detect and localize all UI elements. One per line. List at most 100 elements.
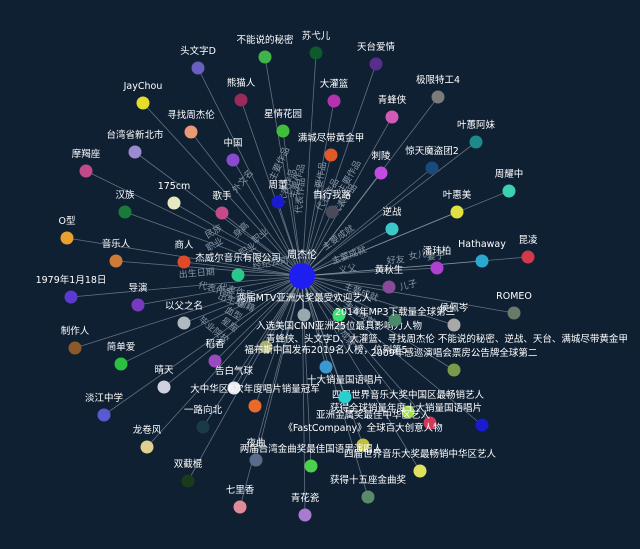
graph-node[interactable]: 歌手: [212, 190, 232, 220]
graph-node[interactable]: 四届世界音乐大奖最畅销中华区艺人: [344, 448, 497, 478]
graph-node[interactable]: 两届台湾金曲奖最佳国语男演唱人: [240, 443, 383, 473]
node-circle[interactable]: [385, 110, 399, 124]
node-circle[interactable]: [233, 500, 247, 514]
node-circle[interactable]: [319, 360, 333, 374]
node-circle[interactable]: [327, 94, 341, 108]
graph-node[interactable]: 十大销量国语唱片: [307, 374, 383, 404]
node-circle[interactable]: [332, 308, 346, 322]
node-circle[interactable]: [388, 313, 402, 327]
node-circle[interactable]: [469, 135, 483, 149]
node-circle[interactable]: [64, 290, 78, 304]
node-circle[interactable]: [248, 399, 262, 413]
node-circle[interactable]: [385, 222, 399, 236]
node-circle[interactable]: [208, 354, 222, 368]
graph-node[interactable]: 大中华区6次年度唱片销量冠军: [190, 383, 320, 413]
graph-node[interactable]: 入选美国CNN亚洲25位最具影响力人物: [256, 308, 422, 333]
node-circle[interactable]: [369, 57, 383, 71]
node-circle[interactable]: [361, 490, 375, 504]
graph-node[interactable]: 苏弋儿: [302, 30, 331, 60]
graph-node[interactable]: 七里香: [226, 485, 255, 514]
node-circle[interactable]: [136, 96, 150, 110]
graph-node[interactable]: 2009年感巡演唱会票房公告牌全球第二: [371, 347, 538, 377]
node-circle[interactable]: [425, 161, 439, 175]
node-circle[interactable]: [475, 254, 489, 268]
graph-node[interactable]: 获得全球销量年度十大销量国语唱片: [330, 402, 489, 432]
node-circle[interactable]: [181, 474, 195, 488]
graph-node[interactable]: 中国: [223, 137, 243, 167]
graph-node[interactable]: 青蜂侠、头文字D、大灌篮、寻找周杰伦 不能说的秘密、逆战、天台、满城尽带黄金甲: [259, 333, 628, 354]
node-circle[interactable]: [475, 418, 489, 432]
node-circle[interactable]: [118, 205, 132, 219]
graph-node[interactable]: 音乐人: [102, 238, 131, 268]
center-node-circle[interactable]: [289, 263, 315, 289]
graph-node[interactable]: 天台爱情: [357, 41, 396, 71]
node-circle[interactable]: [297, 308, 311, 322]
node-circle[interactable]: [374, 166, 388, 180]
node-circle[interactable]: [184, 125, 198, 139]
graph-node[interactable]: 175cm: [158, 181, 191, 210]
node-circle[interactable]: [79, 164, 93, 178]
node-circle[interactable]: [423, 416, 437, 430]
node-circle[interactable]: [338, 390, 352, 404]
node-circle[interactable]: [177, 316, 191, 330]
node-circle[interactable]: [304, 459, 318, 473]
graph-node[interactable]: 稻香: [205, 339, 225, 368]
graph-node[interactable]: ROMEO: [496, 291, 532, 320]
graph-node[interactable]: 极限特工4: [416, 74, 460, 104]
graph-node[interactable]: 告白气球: [215, 365, 254, 395]
graph-node[interactable]: 以父之名: [165, 300, 203, 330]
graph-node[interactable]: 头文字D: [180, 45, 216, 75]
graph-node[interactable]: 1979年1月18日: [36, 274, 107, 304]
node-circle[interactable]: [128, 145, 142, 159]
graph-node[interactable]: 星情花园: [264, 108, 302, 138]
node-circle[interactable]: [234, 93, 248, 107]
graph-node[interactable]: 淡江中学: [85, 392, 123, 422]
node-circle[interactable]: [502, 184, 516, 198]
node-circle[interactable]: [276, 124, 290, 138]
node-circle[interactable]: [447, 318, 461, 332]
node-circle[interactable]: [325, 205, 339, 219]
graph-node[interactable]: 侯佩岑: [440, 302, 469, 332]
graph-node[interactable]: 2014年MP3下载量全球第三: [335, 306, 455, 327]
node-circle[interactable]: [231, 268, 245, 282]
node-circle[interactable]: [60, 231, 74, 245]
node-circle[interactable]: [191, 61, 205, 75]
node-circle[interactable]: [131, 298, 145, 312]
graph-node[interactable]: 商人: [174, 239, 194, 269]
graph-node[interactable]: 台湾省新北市: [106, 129, 164, 159]
graph-node[interactable]: 双截棍: [174, 458, 203, 488]
node-circle[interactable]: [401, 405, 415, 419]
node-circle[interactable]: [450, 205, 464, 219]
graph-node[interactable]: 熊猫人: [227, 77, 256, 107]
node-circle[interactable]: [431, 90, 445, 104]
graph-node[interactable]: 《FastCompany》全球百大创意人物: [283, 422, 443, 452]
graph-node[interactable]: 获得十五座金曲奖: [330, 474, 407, 504]
graph-node[interactable]: 福布斯中国发布2019名人榜，位列第5: [244, 344, 408, 374]
graph-node[interactable]: 周耀中: [495, 168, 524, 198]
graph-node[interactable]: 满城尽带黄金甲: [298, 132, 365, 162]
node-circle[interactable]: [258, 50, 272, 64]
graph-node[interactable]: 叶蕙阿妹: [457, 119, 496, 149]
node-circle[interactable]: [227, 381, 241, 395]
node-circle[interactable]: [271, 195, 285, 209]
graph-node[interactable]: 潘玮柏: [423, 245, 452, 275]
node-circle[interactable]: [521, 250, 535, 264]
graph-node[interactable]: Hathaway: [458, 239, 506, 268]
graph-node[interactable]: 惊天魔盗团2: [405, 145, 459, 175]
graph-node[interactable]: 昆凌: [518, 234, 538, 264]
graph-node[interactable]: 周董: [268, 179, 288, 209]
node-circle[interactable]: [324, 148, 338, 162]
graph-node[interactable]: 汉族: [115, 189, 135, 219]
graph-node[interactable]: JayChou: [123, 81, 163, 110]
graph-node[interactable]: 大灌篮: [320, 78, 349, 108]
node-circle[interactable]: [447, 363, 461, 377]
node-circle[interactable]: [309, 46, 323, 60]
graph-node[interactable]: 刺陵: [371, 151, 391, 180]
node-circle[interactable]: [196, 420, 210, 434]
graph-node[interactable]: 青花瓷: [291, 492, 320, 522]
graph-node[interactable]: 制作人: [61, 325, 90, 355]
graph-node[interactable]: 一路向北: [184, 404, 223, 434]
node-circle[interactable]: [507, 306, 521, 320]
node-circle[interactable]: [97, 408, 111, 422]
node-circle[interactable]: [157, 380, 171, 394]
